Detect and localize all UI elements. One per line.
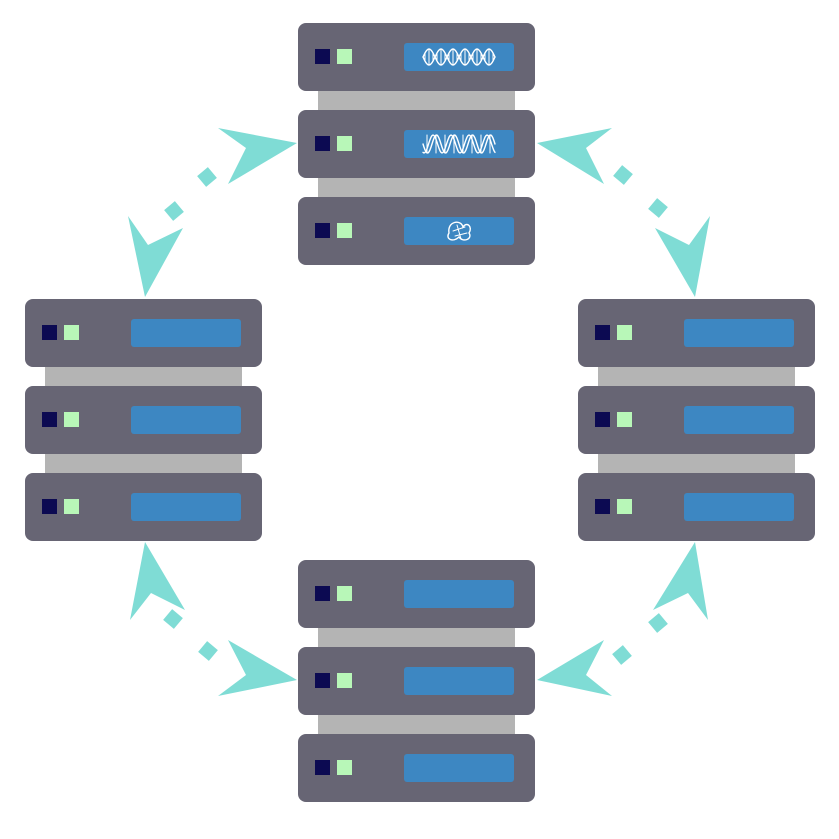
status-led-dark [315, 223, 330, 238]
server-unit [25, 473, 262, 541]
server-unit [298, 647, 535, 715]
status-led-dark [595, 412, 610, 427]
server-unit [298, 560, 535, 628]
connector-dot [648, 613, 668, 633]
server-racks [25, 23, 815, 802]
display-panel [684, 493, 794, 521]
status-led-dark [315, 136, 330, 151]
status-led-dark [315, 49, 330, 64]
status-led-light [64, 499, 79, 514]
status-led-dark [42, 325, 57, 340]
connector-top-right [537, 128, 710, 297]
server-unit [578, 299, 815, 367]
protein-structure-icon [447, 221, 472, 241]
status-led-light [337, 49, 352, 64]
status-led-light [64, 412, 79, 427]
arrowhead-to-right-icon [653, 542, 708, 620]
display-panel [131, 493, 241, 521]
arrowhead-to-bottom-icon [218, 640, 297, 696]
status-led-dark [315, 673, 330, 688]
connector-dot [613, 165, 633, 185]
arrowhead-to-top-icon [218, 128, 297, 184]
arrowhead-to-left-icon [130, 542, 185, 620]
arrowhead-to-bottom-icon [537, 640, 612, 696]
server-unit [25, 386, 262, 454]
rack-right [578, 299, 815, 541]
server-unit [298, 110, 535, 178]
connector-dot [163, 609, 183, 629]
display-panel [131, 319, 241, 347]
status-led-light [64, 325, 79, 340]
server-unit [578, 473, 815, 541]
status-led-light [337, 223, 352, 238]
connector-dot [612, 645, 632, 665]
display-panel [131, 406, 241, 434]
status-led-dark [595, 499, 610, 514]
arrowhead-to-right-icon [655, 216, 710, 297]
arrowhead-to-top-icon [537, 128, 612, 184]
status-led-dark [42, 499, 57, 514]
status-led-dark [595, 325, 610, 340]
status-led-light [337, 760, 352, 775]
status-led-dark [42, 412, 57, 427]
display-panel [684, 319, 794, 347]
connector-dot [197, 167, 217, 187]
status-led-light [337, 673, 352, 688]
status-led-light [617, 499, 632, 514]
connector-dot [198, 641, 218, 661]
display-panel [684, 406, 794, 434]
status-led-dark [315, 586, 330, 601]
display-panel [404, 580, 514, 608]
status-led-light [337, 136, 352, 151]
status-led-dark [315, 760, 330, 775]
server-unit [298, 23, 535, 91]
connector-dot [164, 201, 184, 221]
dna-strand-icon [422, 134, 496, 154]
dna-double-helix-icon [422, 48, 496, 66]
rack-left [25, 299, 262, 541]
rack-top [298, 23, 535, 265]
connector-top-left [128, 128, 297, 297]
connector-left-bottom [130, 542, 297, 696]
rack-bottom [298, 560, 535, 802]
display-panel [404, 667, 514, 695]
connector-right-bottom [537, 542, 708, 696]
server-unit [578, 386, 815, 454]
status-led-light [337, 586, 352, 601]
status-led-light [617, 325, 632, 340]
connector-dot [648, 198, 668, 218]
server-unit [298, 734, 535, 802]
status-led-light [617, 412, 632, 427]
arrowhead-to-left-icon [128, 216, 183, 297]
server-unit [298, 197, 535, 265]
display-panel [404, 754, 514, 782]
server-unit [25, 299, 262, 367]
